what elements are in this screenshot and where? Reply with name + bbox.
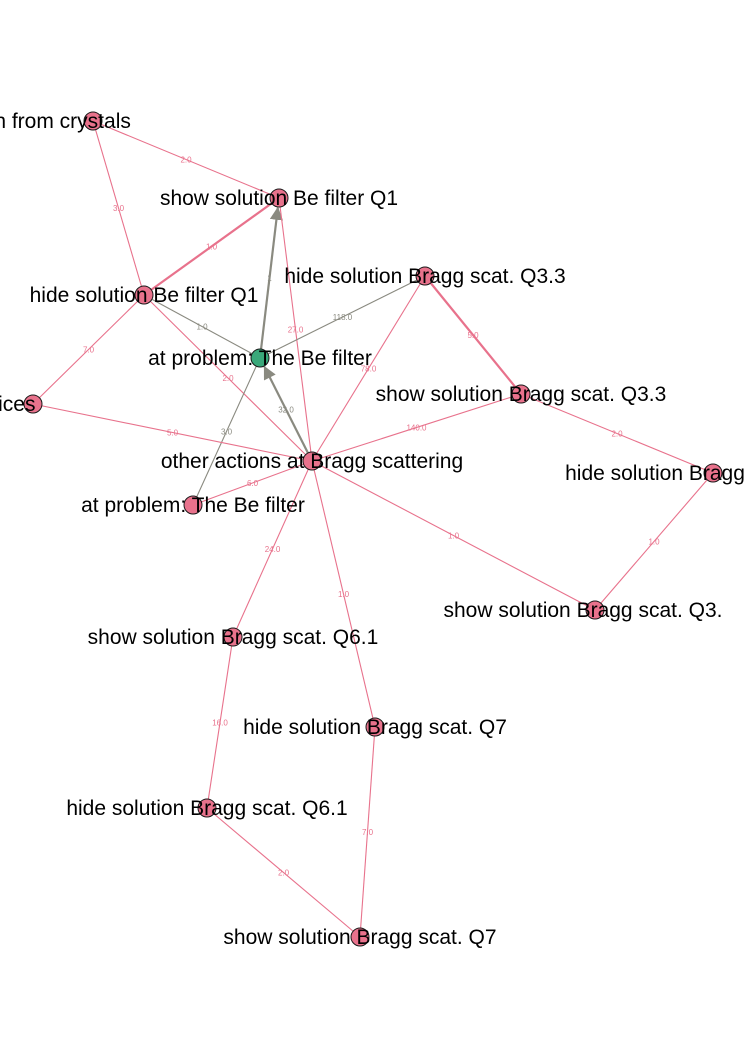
edge-weight-label: 32.0 — [278, 406, 294, 415]
node-label: other actions at Bragg scattering — [161, 450, 463, 473]
edge-other_bragg-show_be_q1 — [278, 197, 313, 462]
edge-show_bragg_q33-hide_bragg_right — [520, 393, 714, 474]
node-label: show solution Bragg scat. Q7 — [223, 926, 496, 949]
edge-weight-label: 27.0 — [288, 326, 304, 335]
edge-weight-label: 2.0 — [180, 156, 192, 165]
edge-weight-label: 2.0 — [278, 869, 290, 878]
edge-weight-label: 1.0 — [206, 243, 218, 252]
node-label: at problem: The Be filter — [81, 494, 305, 517]
edge-weight-label: 1.0 — [196, 323, 208, 332]
edge-crystals-show_be_q1 — [92, 120, 280, 199]
edge-weight-label: 5.0 — [167, 429, 179, 438]
edge-other_bragg-at_be_green — [263, 365, 313, 462]
node-label: show solution Be filter Q1 — [160, 187, 398, 210]
edge-weight-label: 24.0 — [265, 545, 281, 554]
node-show_be_q1: show solution Be filter Q1 — [160, 187, 398, 210]
node-circle — [197, 798, 217, 818]
edge-weight-label: 2.0 — [611, 430, 623, 439]
edge-weight-label: 6.0 — [247, 479, 259, 488]
node-crystals: es in diffraction from crystals — [0, 110, 131, 133]
node-circle — [134, 285, 154, 305]
edge-show_bragg_q33-other_bragg — [311, 393, 522, 462]
edge-hide_bragg_q33-other_bragg — [311, 275, 426, 462]
node-circle — [415, 266, 435, 286]
node-label: es in diffraction from crystals — [0, 110, 131, 133]
edge-hide_bragg_right-show_bragg_q3x — [594, 472, 714, 611]
node-circle — [350, 927, 370, 947]
node-hide_be_q1: hide solution Be filter Q1 — [30, 284, 259, 307]
node-label: show solution Bragg scat. Q3.3 — [376, 383, 667, 406]
node-circle — [302, 451, 322, 471]
edge-weight-label: 7.0 — [83, 346, 95, 355]
node-at_be_pink: at problem: The Be filter — [81, 494, 305, 517]
node-circle — [250, 348, 270, 368]
node-label: show solution Bragg scat. Q3. — [444, 599, 723, 622]
node-label: hide solution Bragg — [565, 462, 745, 485]
node-circle — [365, 717, 385, 737]
node-hide_bragg_q61: hide solution Bragg scat. Q6.1 — [66, 797, 347, 820]
edge-weight-label: 3.0 — [221, 428, 233, 437]
edge-hide_bragg_q33-at_be_green — [259, 275, 426, 359]
node-label: attering from Bravais lattices — [0, 393, 35, 416]
node-show_bragg_q61: show solution Bragg scat. Q6.1 — [88, 626, 379, 649]
node-circle — [269, 188, 289, 208]
edge-hide_be_q1-other_bragg — [143, 294, 313, 462]
node-circle — [83, 111, 103, 131]
node-label: show solution Bragg scat. Q6.1 — [88, 626, 379, 649]
edges-layer — [32, 120, 714, 938]
node-label: hide solution Bragg scat. Q7 — [243, 716, 507, 739]
edge-weight-label: 1.0 — [648, 538, 660, 547]
edge-weight-label: 1.0 — [338, 590, 350, 599]
edge-at_be_pink-at_be_green — [192, 357, 261, 506]
edge-weight-label: 2.0 — [222, 374, 234, 383]
edge-weight-label: 1.0 — [448, 532, 460, 541]
edge-other_bragg-at_be_pink — [192, 460, 313, 506]
node-circle — [585, 600, 605, 620]
edge-labels-layer: 2.0 3.0 1.0 1 27.0 1.0 7.0 2.0 118.0 5.0 78.0 32.0 3… — [83, 156, 660, 878]
node-show_bragg_q33: show solution Bragg scat. Q3.3 — [376, 383, 667, 406]
edge-other_bragg-show_bragg_q3x — [311, 460, 596, 611]
edge-weight-label: 3.0 — [113, 204, 125, 213]
node-label: hide solution Be filter Q1 — [30, 284, 259, 307]
node-at_be_green: at problem: The Be filter — [148, 347, 372, 370]
edge-weight-label: 7.0 — [362, 828, 374, 837]
edge-show_bragg_q61-hide_bragg_q61 — [206, 636, 234, 809]
nodes-layer: es in diffraction from crystals show solu… — [0, 110, 745, 949]
edge-weight-label: 78.0 — [361, 365, 377, 374]
edge-at_be_green-show_be_q1 — [258, 206, 283, 359]
node-circle — [511, 384, 531, 404]
edge-weight-label: 1 — [267, 274, 272, 283]
node-show_bragg_q3x: show solution Bragg scat. Q3. — [444, 599, 723, 622]
node-bravais: attering from Bravais lattices — [0, 393, 43, 416]
node-circle — [23, 394, 43, 414]
edge-hide_be_q1-bravais — [32, 294, 145, 405]
node-show_bragg_q7: show solution Bragg scat. Q7 — [223, 926, 496, 949]
node-hide_bragg_q7: hide solution Bragg scat. Q7 — [243, 716, 507, 739]
node-label: hide solution Bragg scat. Q3.3 — [284, 265, 565, 288]
edge-hide_be_q1-at_be_green — [143, 294, 261, 359]
node-hide_bragg_right: hide solution Bragg — [565, 462, 745, 485]
node-label: at problem: The Be filter — [148, 347, 372, 370]
edge-hide_bragg_q7-show_bragg_q7 — [359, 726, 376, 938]
node-circle — [703, 463, 723, 483]
node-hide_bragg_q33: hide solution Bragg scat. Q3.3 — [284, 265, 565, 288]
edge-hide_bragg_q33-show_bragg_q33 — [424, 275, 522, 395]
edge-weight-label: 5.0 — [467, 331, 479, 340]
edge-other_bragg-show_bragg_q61 — [232, 460, 313, 638]
edge-other_bragg-hide_bragg_q7 — [311, 460, 376, 728]
node-label: hide solution Bragg scat. Q6.1 — [66, 797, 347, 820]
edge-weight-label: 16.0 — [212, 719, 228, 728]
node-circle — [223, 627, 243, 647]
edge-crystals-hide_be_q1 — [92, 120, 145, 296]
edge-hide_be_q1-show_be_q1 — [143, 197, 280, 296]
edge-weight-label: 118.0 — [333, 313, 353, 322]
node-circle — [183, 495, 203, 515]
edge-weight-label: 140.0 — [406, 424, 427, 433]
node-other_bragg: other actions at Bragg scattering — [161, 450, 463, 473]
edge-hide_bragg_q61-show_bragg_q7 — [206, 807, 361, 938]
edge-bravais-other_bragg — [32, 403, 313, 462]
